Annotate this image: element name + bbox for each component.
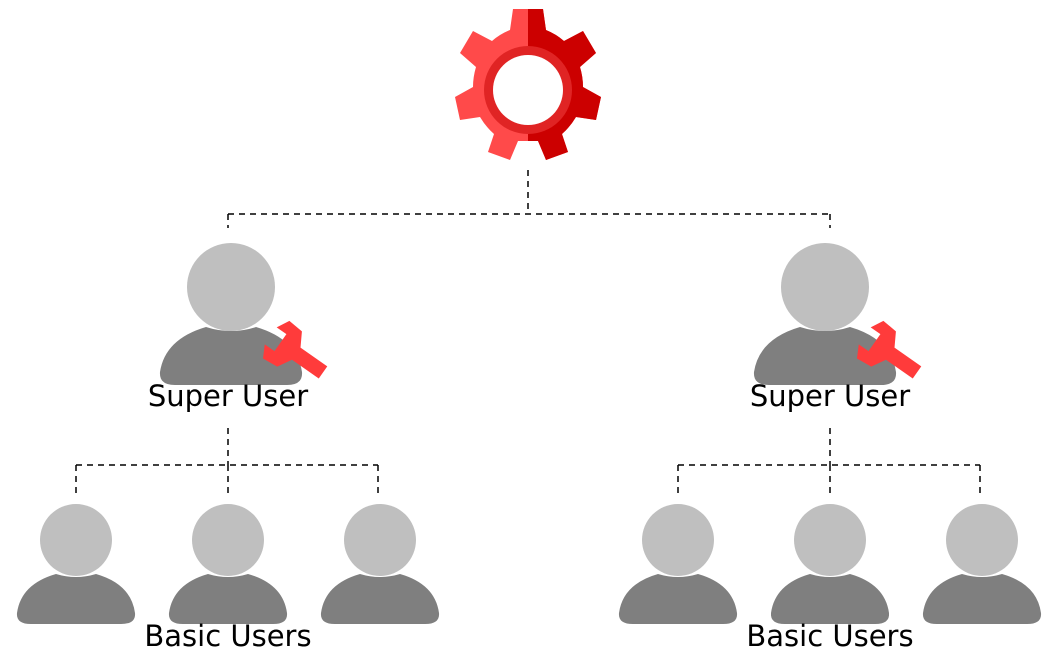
gear-icon bbox=[455, 9, 601, 160]
user-icon bbox=[320, 504, 440, 624]
basic-users-left bbox=[16, 504, 440, 624]
user-icon bbox=[922, 504, 1042, 624]
basic-users-right bbox=[618, 504, 1042, 624]
user-icon bbox=[168, 504, 288, 624]
basic-users-right-label: Basic Users bbox=[746, 619, 914, 653]
user-icon bbox=[16, 504, 136, 624]
super-user-right bbox=[753, 243, 924, 388]
super-user-left-label: Super User bbox=[147, 379, 309, 413]
super-user-right-label: Super User bbox=[749, 379, 911, 413]
user-icon bbox=[618, 504, 738, 624]
super-user-left bbox=[159, 243, 330, 388]
basic-users-left-label: Basic Users bbox=[144, 619, 312, 653]
user-icon bbox=[770, 504, 890, 624]
hierarchy-connectors bbox=[75, 170, 981, 495]
